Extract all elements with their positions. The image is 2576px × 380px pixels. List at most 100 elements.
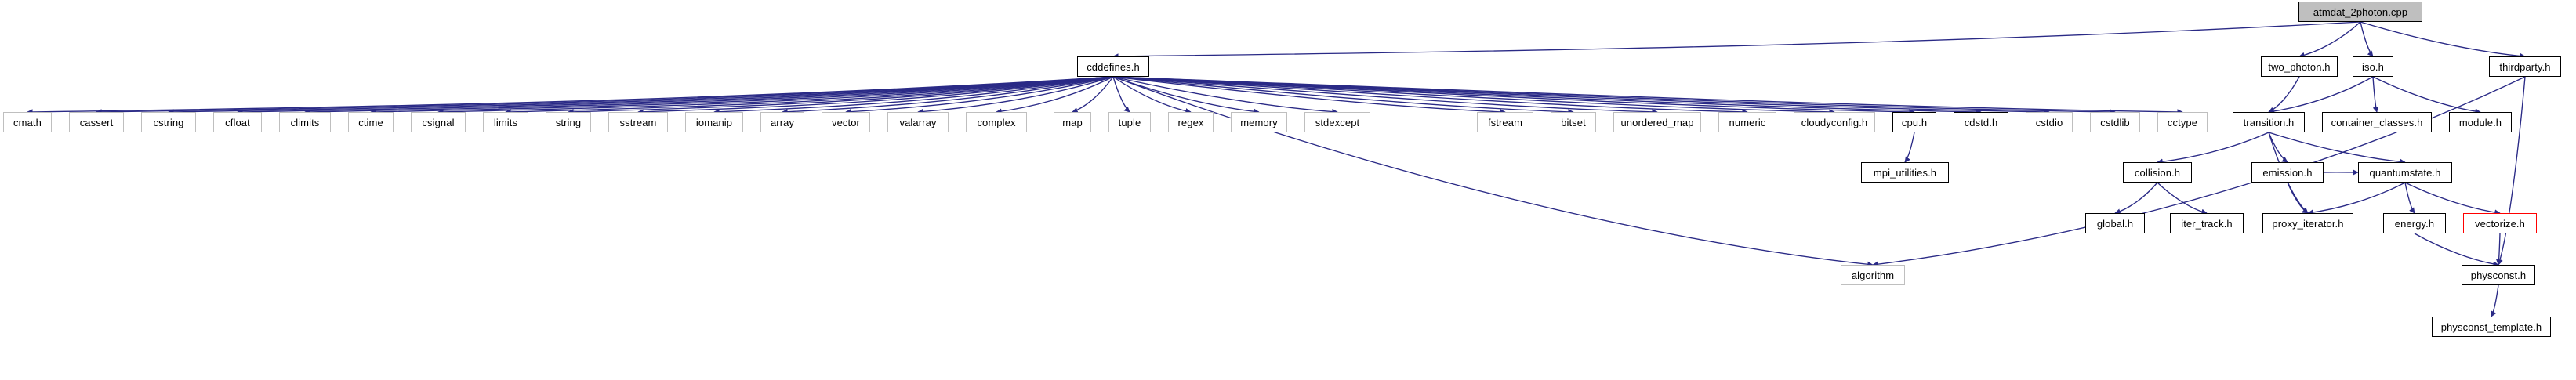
graph-node-label: container_classes.h (2331, 116, 2423, 128)
graph-node-csignal[interactable]: csignal (411, 112, 466, 132)
graph-edge-atmdat-2photon-cpp-to-thirdparty-h (2360, 21, 2526, 60)
graph-node-label: cstdio (2035, 116, 2063, 128)
graph-edge-cddefines-h-to-tuple (1112, 76, 1130, 113)
graph-node-label: complex (977, 116, 1016, 128)
graph-node-emission-h[interactable]: emission.h (2251, 162, 2324, 183)
graph-node-collision-h[interactable]: collision.h (2123, 162, 2192, 183)
graph-node-label: thirdparty.h (2499, 60, 2551, 73)
graph-node-cdstd-h[interactable]: cdstd.h (1954, 112, 2008, 132)
graph-edge-cddefines-h-to-iomanip (713, 76, 1114, 115)
graph-edge-iso-h-to-transition-h (2268, 76, 2374, 114)
graph-edge-cddefines-h-to-cctype (1112, 76, 2183, 115)
graph-edge-cddefines-h-to-cdstd-h (1112, 76, 1982, 115)
graph-node-label: cddefines.h (1087, 60, 1140, 73)
graph-node-unordered-map[interactable]: unordered_map (1613, 112, 1701, 132)
graph-node-stdexcept[interactable]: stdexcept (1304, 112, 1370, 132)
graph-node-label: collision.h (2134, 166, 2181, 179)
graph-node-climits[interactable]: climits (279, 112, 331, 132)
graph-edge-cddefines-h-to-cstdio (1112, 76, 2050, 115)
graph-node-module-h[interactable]: module.h (2449, 112, 2512, 132)
graph-node-transition-h[interactable]: transition.h (2233, 112, 2305, 132)
graph-node-quantumstate-h[interactable]: quantumstate.h (2358, 162, 2452, 183)
graph-edge-cddefines-h-to-cstdlib (1112, 76, 2116, 115)
graph-node-numeric[interactable]: numeric (1718, 112, 1776, 132)
graph-edge-vectorize-h-to-physconst-h (2496, 233, 2502, 266)
graph-node-ctime[interactable]: ctime (348, 112, 394, 132)
graph-node-iomanip[interactable]: iomanip (685, 112, 743, 132)
graph-edge-iso-h-to-module-h (2372, 76, 2481, 114)
graph-node-label: mpi_utilities.h (1873, 166, 1937, 179)
graph-node-label: cdstd.h (1964, 116, 1998, 128)
graph-edge-atmdat-2photon-cpp-to-iso-h (2360, 21, 2374, 57)
graph-node-label: ctime (358, 116, 383, 128)
graph-node-array[interactable]: array (760, 112, 804, 132)
graph-edge-cddefines-h-to-cpu-h (1112, 76, 1915, 115)
graph-edge-collision-h-to-iter-track-h (2157, 182, 2208, 215)
graph-node-iter-track-h[interactable]: iter_track.h (2170, 213, 2244, 233)
graph-node-label: proxy_iterator.h (2272, 217, 2344, 230)
graph-node-mpi-utilities-h[interactable]: mpi_utilities.h (1861, 162, 1949, 183)
graph-node-cassert[interactable]: cassert (69, 112, 124, 132)
graph-edge-cddefines-h-to-cassert (96, 76, 1114, 115)
graph-node-cddefines-h[interactable]: cddefines.h (1077, 56, 1149, 77)
graph-node-label: iomanip (695, 116, 733, 128)
graph-node-label: memory (1240, 116, 1278, 128)
graph-edge-cddefines-h-to-climits (304, 76, 1114, 115)
graph-node-label: cstdlib (2100, 116, 2130, 128)
graph-node-physconst-h[interactable]: physconst.h (2462, 265, 2535, 285)
graph-node-sstream[interactable]: sstream (608, 112, 668, 132)
graph-node-label: cmath (13, 116, 42, 128)
graph-node-physconst-template-h[interactable]: physconst_template.h (2432, 317, 2551, 337)
graph-edge-cddefines-h-to-fstream (1112, 76, 1506, 115)
graph-edge-cddefines-h-to-memory (1112, 76, 1260, 115)
graph-node-energy-h[interactable]: energy.h (2383, 213, 2446, 233)
graph-node-cmath[interactable]: cmath (3, 112, 52, 132)
graph-edge-cddefines-h-to-algorithm (1112, 76, 1874, 267)
graph-node-string[interactable]: string (546, 112, 591, 132)
graph-node-map[interactable]: map (1054, 112, 1091, 132)
graph-node-cctype[interactable]: cctype (2157, 112, 2208, 132)
graph-edge-cddefines-h-to-bitset (1112, 76, 1574, 115)
graph-edge-cddefines-h-to-array (782, 76, 1114, 115)
graph-edge-cddefines-h-to-string (568, 76, 1114, 115)
graph-edge-quantumstate-h-to-vectorize-h (2404, 182, 2501, 215)
graph-node-two-photon-h[interactable]: two_photon.h (2261, 56, 2338, 77)
graph-node-container-classes-h[interactable]: container_classes.h (2322, 112, 2432, 132)
graph-node-label: string (555, 116, 582, 128)
graph-node-atmdat-2photon-cpp[interactable]: atmdat_2photon.cpp (2298, 2, 2422, 22)
graph-node-label: unordered_map (1620, 116, 1694, 128)
graph-node-cfloat[interactable]: cfloat (213, 112, 262, 132)
graph-node-cstdlib[interactable]: cstdlib (2090, 112, 2140, 132)
graph-node-label: atmdat_2photon.cpp (2313, 5, 2408, 18)
graph-node-memory[interactable]: memory (1231, 112, 1287, 132)
graph-node-limits[interactable]: limits (483, 112, 528, 132)
graph-node-iso-h[interactable]: iso.h (2353, 56, 2393, 77)
graph-node-valarray[interactable]: valarray (887, 112, 949, 132)
graph-edge-cddefines-h-to-cstring (168, 76, 1114, 115)
graph-edge-transition-h-to-emission-h (2268, 132, 2288, 163)
graph-node-label: cstring (153, 116, 184, 128)
graph-node-cstring[interactable]: cstring (141, 112, 196, 132)
graph-node-vector[interactable]: vector (822, 112, 870, 132)
graph-node-complex[interactable]: complex (966, 112, 1027, 132)
graph-edge-physconst-h-to-physconst-template-h (2491, 284, 2499, 317)
graph-node-label: limits (493, 116, 518, 128)
graph-node-algorithm[interactable]: algorithm (1841, 265, 1905, 285)
graph-node-bitset[interactable]: bitset (1551, 112, 1596, 132)
graph-node-regex[interactable]: regex (1168, 112, 1214, 132)
graph-node-tuple[interactable]: tuple (1108, 112, 1151, 132)
graph-node-label: valarray (899, 116, 937, 128)
graph-node-cpu-h[interactable]: cpu.h (1892, 112, 1936, 132)
graph-edge-cpu-h-to-mpi-utilities-h (1904, 132, 1915, 163)
graph-node-fstream[interactable]: fstream (1477, 112, 1533, 132)
graph-edge-cddefines-h-to-numeric (1112, 76, 1748, 115)
graph-node-label: map (1062, 116, 1083, 128)
graph-node-proxy-iterator-h[interactable]: proxy_iterator.h (2262, 213, 2353, 233)
graph-node-global-h[interactable]: global.h (2085, 213, 2145, 233)
graph-node-label: energy.h (2394, 217, 2435, 230)
graph-node-cstdio[interactable]: cstdio (2026, 112, 2073, 132)
graph-edge-iso-h-to-container-classes-h (2372, 76, 2378, 113)
graph-node-thirdparty-h[interactable]: thirdparty.h (2489, 56, 2561, 77)
graph-node-cloudyconfig-h[interactable]: cloudyconfig.h (1794, 112, 1875, 132)
graph-node-vectorize-h[interactable]: vectorize.h (2463, 213, 2537, 233)
